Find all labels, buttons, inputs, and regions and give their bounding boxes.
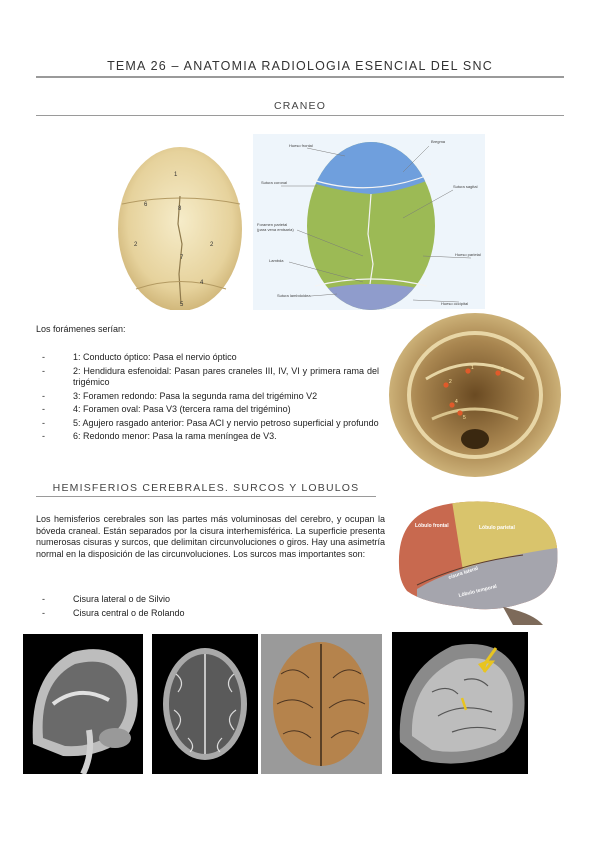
- section-title-craneo: CRANEO: [273, 100, 327, 112]
- base-label: 4: [455, 399, 458, 405]
- list-item: Cisura lateral o de Silvio: [36, 594, 336, 606]
- list-item: 5: Agujero rasgado anterior: Pasa ACI y …: [36, 418, 379, 430]
- mri-sagittal-arrows-image: [392, 632, 528, 774]
- section-title-hemisferios: HEMISFERIOS CEREBRALES. SURCOS Y LOBULOS: [52, 482, 360, 494]
- diagram-label: Sutura lambdoidea: [277, 293, 311, 298]
- diagram-label: Sutura sagital: [453, 184, 478, 189]
- diagram-label: Hueso occipital: [441, 301, 468, 306]
- section-rule-craneo: [36, 115, 564, 116]
- skull-label: 8: [178, 206, 182, 212]
- mri-sagittal-image: [23, 634, 143, 774]
- brain-superior-photo: [261, 634, 382, 774]
- diagram-label: Sutura coronal: [261, 180, 287, 185]
- list-item: 6: Redondo menor: Pasa la rama meníngea …: [36, 431, 379, 443]
- base-label: 3: [501, 367, 504, 373]
- skull-label: 2: [210, 242, 214, 248]
- diagram-label: Hueso parietal: [455, 252, 481, 257]
- surcos-list: Cisura lateral o de Silvio Cisura centra…: [36, 594, 336, 621]
- list-item: 4: Foramen oval: Pasa V3 (tercera rama d…: [36, 404, 379, 416]
- skull-label: 6: [144, 202, 148, 208]
- brain-lobes-illustration: Lóbulo frontal Lóbulo parietal cisura la…: [393, 495, 564, 625]
- diagram-label: Foramen parietal: [257, 222, 287, 227]
- skull-base-photo: 1 2 3 4 5: [386, 309, 564, 477]
- brain-label: Lóbulo parietal: [479, 525, 515, 531]
- diagram-label: Hueso frontal: [289, 143, 313, 148]
- document-title: TEMA 26 – ANATOMIA RADIOLOGIA ESENCIAL D…: [107, 59, 493, 73]
- section-rule-hemisferios: [36, 496, 376, 497]
- brain-label: Lóbulo frontal: [415, 523, 449, 529]
- foramenes-list: 1: Conducto óptico: Pasa el nervio óptic…: [36, 352, 379, 445]
- base-label: 5: [463, 415, 466, 421]
- title-underline: [36, 76, 564, 78]
- base-label: 2: [449, 379, 452, 385]
- diagram-label: Lambda: [269, 258, 284, 263]
- mri-axial-image: [152, 634, 258, 774]
- skull-label: 7: [180, 255, 184, 261]
- skull-label: 5: [180, 302, 184, 308]
- list-item: 1: Conducto óptico: Pasa el nervio óptic…: [36, 352, 379, 364]
- base-label: 1: [471, 365, 474, 371]
- skull-label: 4: [200, 280, 204, 286]
- hemisferios-paragraph: Los hemisferios cerebrales son las parte…: [36, 514, 385, 559]
- skull-diagram: Hueso frontal Bregma Sutura coronal Sutu…: [253, 134, 485, 310]
- skull-label: 2: [134, 242, 138, 248]
- skull-top-photo: 1 6 8 2 2 7 4 5: [108, 134, 253, 310]
- foramenes-intro: Los forámenes serían:: [36, 324, 126, 334]
- diagram-label: (para vena emisaria): [257, 227, 294, 232]
- skull-label: 1: [174, 172, 178, 178]
- list-item: 3: Foramen redondo: Pasa la segunda rama…: [36, 391, 379, 403]
- list-item: Cisura central o de Rolando: [36, 608, 336, 620]
- list-item: 2: Hendidura esfenoidal: Pasan pares cra…: [36, 366, 379, 389]
- diagram-label: Bregma: [431, 139, 446, 144]
